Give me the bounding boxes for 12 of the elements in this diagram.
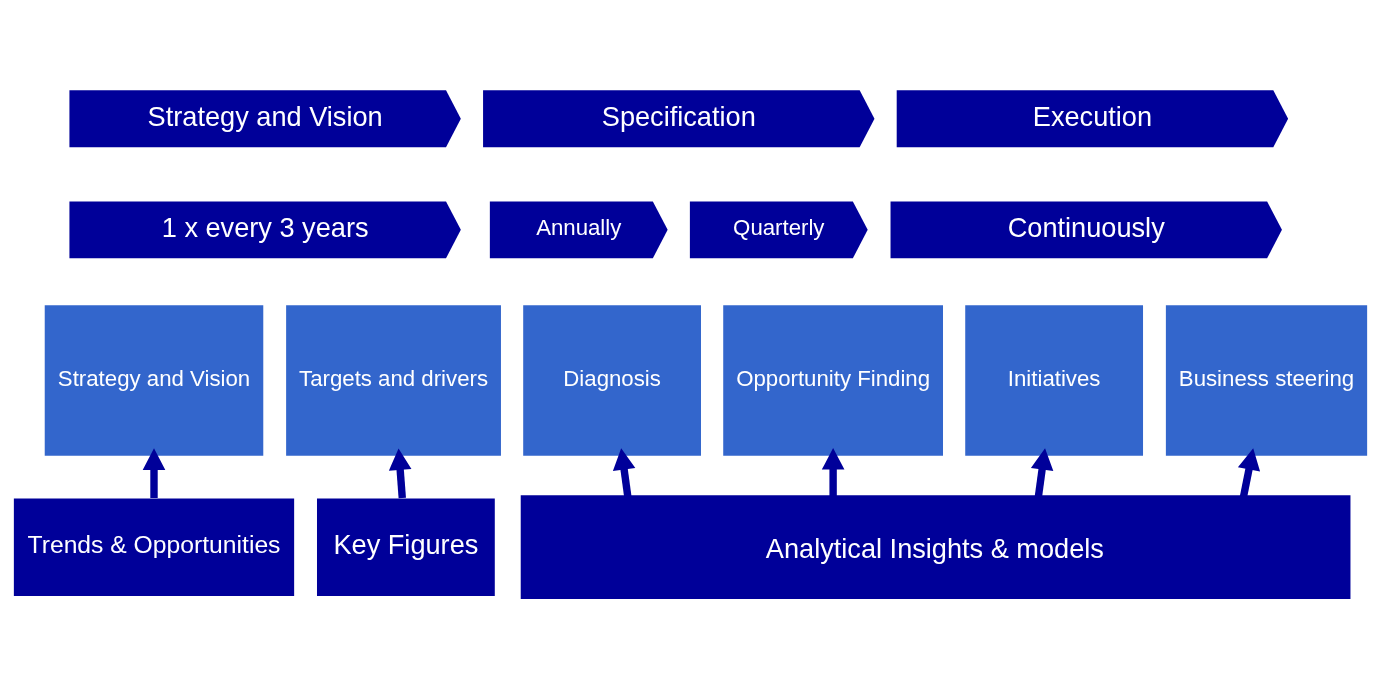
node-box: Analytical Insights & models [520, 494, 1351, 599]
arrow [821, 447, 845, 499]
node-box: Strategy and Vision [44, 304, 264, 456]
node-box: Targets and drivers [286, 304, 501, 456]
node-box: Diagnosis [523, 304, 701, 456]
node-box: Trends & Opportunities [13, 497, 295, 596]
arrow [388, 447, 412, 498]
arrow [142, 447, 166, 498]
node-box: Business steering [1165, 304, 1368, 456]
node-box: Opportunity Finding [723, 304, 943, 456]
node-box: Initiatives [965, 304, 1144, 456]
node-box: Key Figures [317, 497, 495, 596]
